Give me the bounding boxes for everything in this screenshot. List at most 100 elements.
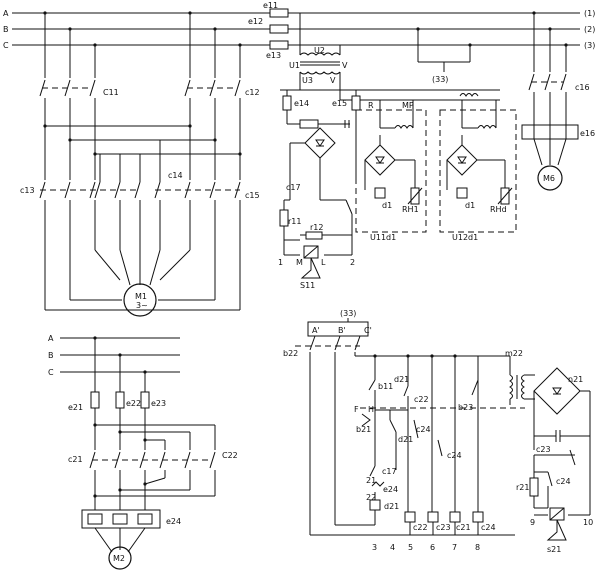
label-c21: c21 bbox=[68, 455, 83, 464]
bridge-rectifier-n21 bbox=[533, 367, 581, 415]
label-22: 22 bbox=[366, 493, 376, 502]
motor-m2 bbox=[108, 546, 132, 570]
fuse-label-e11: e11 bbox=[263, 1, 278, 10]
label-u11d1: U11d1 bbox=[370, 233, 396, 242]
label-e21: e21 bbox=[68, 403, 83, 412]
label-e24: e24 bbox=[166, 517, 181, 526]
label-n7: 7 bbox=[452, 543, 457, 552]
label-m22: m22 bbox=[505, 349, 523, 358]
label-r: R bbox=[368, 101, 374, 110]
label-c: C bbox=[48, 368, 54, 377]
label-s21: s21 bbox=[547, 545, 561, 554]
bus-label-c: C bbox=[3, 41, 9, 50]
fuse-e22 bbox=[115, 391, 125, 409]
relay-d1-b bbox=[456, 187, 468, 199]
bus-out-3: (3) bbox=[584, 41, 595, 50]
junction bbox=[213, 27, 217, 31]
control-ladder: (33) A' B' C' b22 d21 b11 F bbox=[283, 309, 525, 552]
bridge-rectifier-u12 bbox=[446, 144, 478, 176]
transformer-m22 bbox=[509, 374, 513, 400]
resistor bbox=[299, 119, 319, 129]
label-n9: 9 bbox=[530, 518, 535, 527]
contactor-c13 bbox=[39, 181, 141, 199]
fuse-e15 bbox=[351, 95, 361, 111]
transformer-u11 bbox=[394, 125, 414, 129]
junction bbox=[416, 27, 420, 31]
label-b11: b11 bbox=[378, 382, 393, 391]
coil-c24 bbox=[472, 511, 484, 523]
junction bbox=[188, 11, 192, 15]
label-n10: 10 bbox=[583, 518, 593, 527]
label-u1: U1 bbox=[289, 61, 300, 70]
label-c12: c12 bbox=[245, 88, 260, 97]
label-c15: c15 bbox=[245, 191, 260, 200]
label-n1: 1 bbox=[278, 258, 283, 267]
label-u3: U3 bbox=[302, 76, 313, 85]
junction bbox=[468, 43, 472, 47]
brake-rectifier-circuit: m22 n21 c23 r21 c24 9 10 s2 bbox=[486, 349, 593, 554]
label-b23: b23 bbox=[458, 403, 473, 412]
switch-b21 bbox=[361, 413, 371, 427]
fuse-e21 bbox=[90, 391, 100, 409]
label-c22: C22 bbox=[222, 451, 238, 460]
label-rhd: RHd bbox=[490, 205, 507, 214]
label-s11: S11 bbox=[300, 281, 315, 290]
label-r12: r12 bbox=[310, 223, 323, 232]
contactor-c15 bbox=[154, 181, 241, 199]
junction bbox=[238, 43, 242, 47]
label-d21-a: d21 bbox=[394, 375, 409, 384]
contactor-c12 bbox=[184, 79, 241, 97]
label-n21: n21 bbox=[568, 375, 583, 384]
label-e14: e14 bbox=[294, 99, 309, 108]
label-c24-a: c24 bbox=[416, 425, 431, 434]
transformer-primary bbox=[299, 52, 341, 56]
motor-m1 bbox=[123, 283, 157, 317]
label-c23-a: c23 bbox=[436, 523, 451, 532]
label-l: L bbox=[321, 258, 326, 267]
tap-label-33: (33) bbox=[432, 75, 448, 84]
label-f: F bbox=[354, 405, 359, 414]
contactor-c11 bbox=[39, 79, 96, 97]
junction bbox=[68, 27, 72, 31]
motor-m6-circuit: c16 e16 M6 bbox=[521, 11, 595, 191]
label-c16: c16 bbox=[575, 83, 590, 92]
label-mp: MP bbox=[402, 101, 414, 110]
relay-d21 bbox=[369, 499, 381, 511]
fuse-e14 bbox=[282, 95, 292, 111]
label-c-prime: C' bbox=[364, 326, 372, 335]
label-c14: c14 bbox=[168, 171, 183, 180]
label-d21-c: d21 bbox=[384, 502, 399, 511]
bus-out-2: (2) bbox=[584, 25, 595, 34]
coil-c22 bbox=[404, 511, 416, 523]
label-c17: c17 bbox=[382, 467, 397, 476]
label-c23-b: c23 bbox=[536, 445, 551, 454]
coil-c21 bbox=[449, 511, 461, 523]
label-n6: 6 bbox=[430, 543, 435, 552]
fuse-label-e13: e13 bbox=[266, 51, 281, 60]
fuse-e12 bbox=[269, 24, 289, 34]
motor-m1-circuit: C11 c12 c14 bbox=[20, 11, 260, 317]
thermal-e24 bbox=[81, 509, 161, 529]
label-tap33: (33) bbox=[340, 309, 356, 318]
plug-abc bbox=[307, 321, 369, 337]
label-b: B bbox=[48, 351, 54, 360]
label-b21: b21 bbox=[356, 425, 371, 434]
resistor-r12 bbox=[305, 231, 323, 240]
bridge-rectifier-1 bbox=[304, 127, 336, 159]
unit-u12d1: d1 RHd U12d1 bbox=[439, 93, 517, 242]
label-c22-b: c22 bbox=[413, 523, 428, 532]
coil-c23 bbox=[427, 511, 439, 523]
bus-out-1: (1) bbox=[584, 9, 595, 18]
label-c24-b: c24 bbox=[447, 451, 462, 460]
label-n4: 4 bbox=[390, 543, 395, 552]
label-e16: e16 bbox=[580, 129, 595, 138]
label-e15: e15 bbox=[332, 99, 347, 108]
overload-e24 bbox=[371, 481, 385, 487]
speaker-icon bbox=[546, 519, 567, 541]
junction bbox=[43, 11, 47, 15]
fuse-e11 bbox=[269, 8, 289, 18]
label-e24-b: e24 bbox=[383, 485, 398, 494]
label-c13: c13 bbox=[20, 186, 35, 195]
label-n8: 8 bbox=[475, 543, 480, 552]
